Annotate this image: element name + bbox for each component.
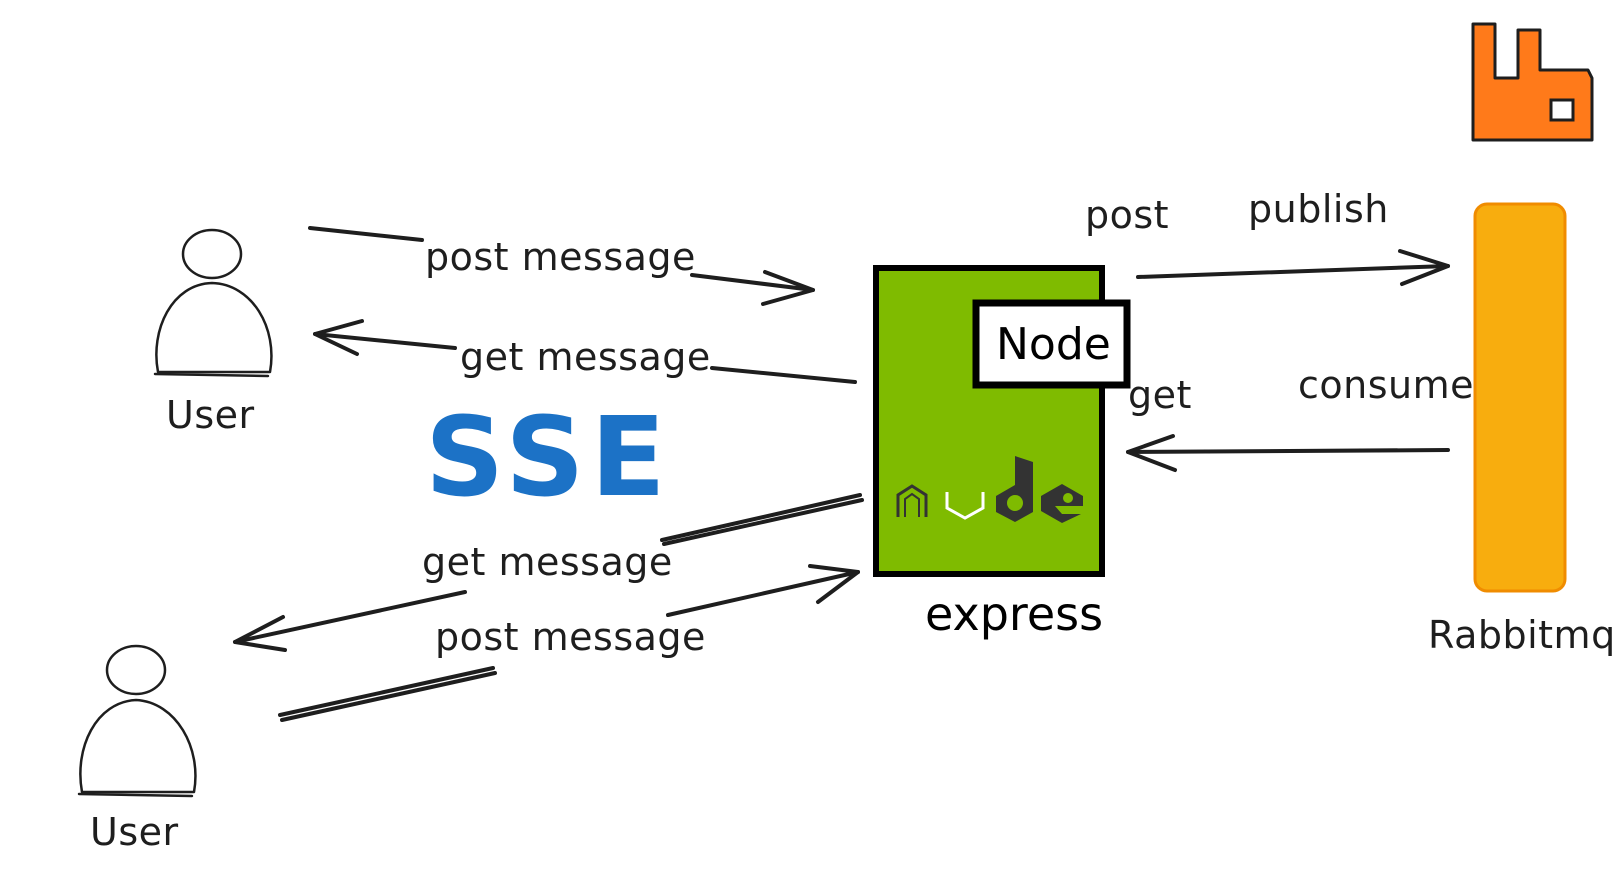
rabbitmq-queue xyxy=(1473,202,1567,593)
express-label: express xyxy=(925,587,1103,641)
node-badge-label: Node xyxy=(996,319,1111,370)
sse-label: SSE xyxy=(425,393,672,521)
arrow-consume xyxy=(1126,434,1450,472)
arrow-get-message-top xyxy=(313,319,857,384)
node-badge: Node xyxy=(972,299,1131,389)
rabbitmq-label: Rabbitmq xyxy=(1428,613,1616,657)
label-consume: consume xyxy=(1298,363,1474,407)
rabbitmq-logo-icon xyxy=(1471,22,1594,142)
label-get-message-bottom: get message xyxy=(422,540,673,584)
user-icon xyxy=(77,644,197,798)
arrow-post-message-bottom xyxy=(278,564,860,722)
label-post: post xyxy=(1085,193,1169,237)
label-post-message-bottom: post message xyxy=(435,615,706,659)
label-post-message-top: post message xyxy=(425,235,696,279)
nodejs-logo-icon xyxy=(896,456,1083,523)
user-label-bottom: User xyxy=(90,810,179,854)
arrow-publish xyxy=(1136,249,1450,286)
label-publish: publish xyxy=(1248,187,1389,231)
user-icon xyxy=(153,228,273,378)
label-get: get xyxy=(1128,373,1192,417)
user-label-top: User xyxy=(166,393,255,437)
arrow-get-message-bottom xyxy=(233,493,864,652)
label-get-message-top: get message xyxy=(460,335,711,379)
arrow-post-message-top xyxy=(308,226,815,306)
node-express-server: Node xyxy=(873,265,1131,577)
